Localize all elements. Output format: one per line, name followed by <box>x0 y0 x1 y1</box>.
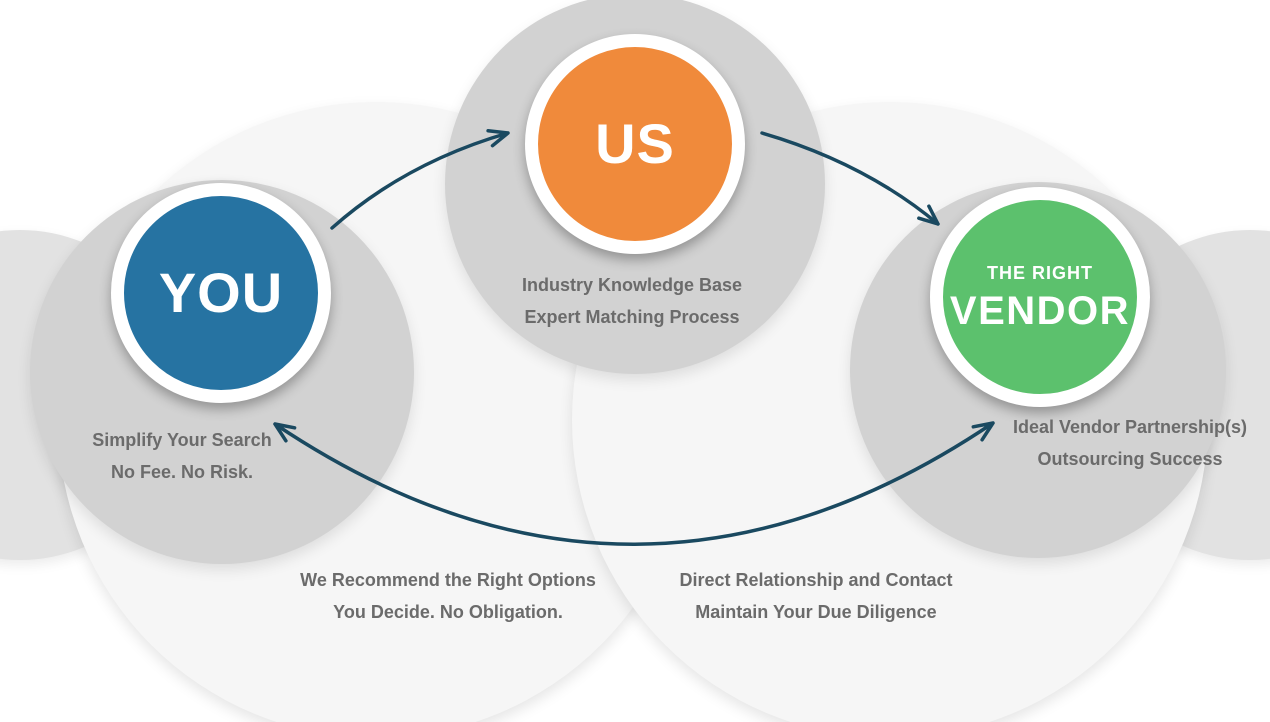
node-vendor-label: VENDOR <box>949 288 1131 333</box>
caption-bottom-left: We Recommend the Right Options You Decid… <box>300 564 596 628</box>
node-us-label: US <box>595 112 675 175</box>
caption-vendor-line2: Outsourcing Success <box>1037 449 1223 469</box>
caption-you-line1: Simplify Your Search <box>92 430 272 450</box>
arrow-vendor-you-bottom-icon <box>273 421 995 546</box>
caption-you: Simplify Your Search No Fee. No Risk. <box>92 424 271 488</box>
caption-bottom-left-line1: We Recommend the Right Options <box>300 570 596 590</box>
caption-bottom-left-line2: You Decide. No Obligation. <box>333 602 563 622</box>
caption-vendor: Ideal Vendor Partnership(s) Outsourcing … <box>1013 411 1247 475</box>
node-you: YOU <box>111 183 331 403</box>
caption-us-line2: Expert Matching Process <box>524 307 740 327</box>
arrow-you-to-us-icon <box>330 128 510 230</box>
caption-us-line1: Industry Knowledge Base <box>521 275 743 295</box>
node-you-label: YOU <box>158 261 284 324</box>
caption-vendor-line1: Ideal Vendor Partnership(s) <box>1012 417 1248 437</box>
caption-us: Industry Knowledge Base Expert Matching … <box>522 269 742 333</box>
node-vendor-label-top: THE RIGHT <box>987 262 1093 283</box>
node-us: US <box>525 34 745 254</box>
node-vendor: THE RIGHT VENDOR <box>930 187 1150 407</box>
arrow-us-to-vendor-icon <box>760 131 940 226</box>
caption-bottom-right: Direct Relationship and Contact Maintain… <box>679 564 952 628</box>
caption-bottom-right-line2: Maintain Your Due Diligence <box>695 602 937 622</box>
caption-bottom-right-line1: Direct Relationship and Contact <box>679 570 953 590</box>
caption-you-line2: No Fee. No Risk. <box>110 462 254 482</box>
